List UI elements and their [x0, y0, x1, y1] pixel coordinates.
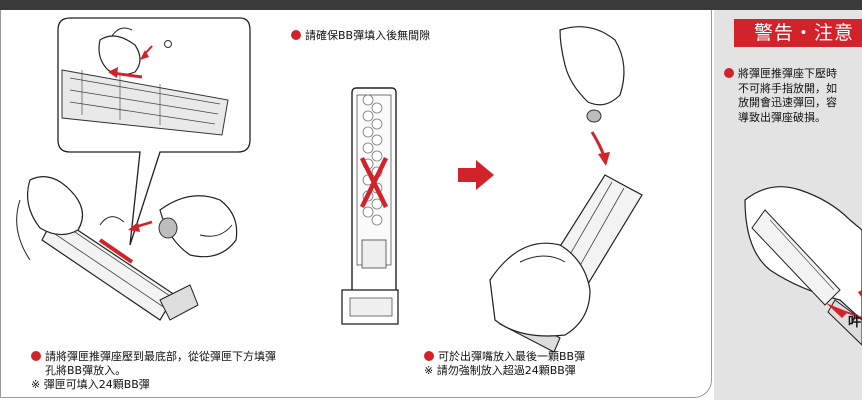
bullet-dot: [424, 351, 434, 361]
load-instruction: 請將彈匣推彈座壓到最底部，從從彈匣下方填彈 孔將BB彈放入。 ※ 彈匣可填入24…: [31, 350, 276, 392]
warning-title: 警告・注意: [734, 19, 862, 47]
warning-line-4: 導致出彈座破損。: [738, 110, 826, 124]
last-bb-instruction-text: 可於出彈嘴放入最後一顆BB彈: [438, 350, 586, 363]
top-insert-illustration: [489, 26, 643, 353]
gap-instruction: 請確保BB彈填入後無間隙: [291, 29, 430, 43]
last-bb-instruction: 可於出彈嘴放入最後一顆BB彈 ※ 請勿強制放入超過24顆BB彈: [424, 350, 585, 378]
next-step-arrow: [458, 160, 494, 190]
magazine-cutaway-illustration: [341, 87, 399, 325]
overfill-note: ※ 請勿強制放入超過24顆BB彈: [424, 364, 576, 377]
warning-line-3: 放開會迅速彈回，容: [738, 96, 837, 109]
loading-bottom-illustration: [16, 176, 238, 321]
load-instruction-text: 請將彈匣推彈座壓到最底部，從從彈匣下方填彈: [45, 350, 276, 363]
warning-callout: 吽: [848, 315, 862, 330]
gap-instruction-text: 請確保BB彈填入後無間隙: [305, 29, 431, 42]
load-instruction-cont: 孔將BB彈放入。: [45, 364, 127, 377]
zoom-detail-illustration: [57, 17, 251, 246]
warning-line-2: 不可將手指放開，如: [738, 81, 837, 95]
warning-illustration: [744, 186, 862, 346]
warning-text: 將彈匣推彈座下壓時 不可將手指放開，如 放開會迅速彈回，容 導致出彈座破損。: [724, 67, 837, 125]
bullet-dot: [724, 68, 734, 78]
top-header-bar: [0, 0, 862, 10]
bullet-dot: [31, 351, 41, 361]
capacity-note: ※ 彈匣可填入24顆BB彈: [31, 378, 150, 391]
warning-line-1: 將彈匣推彈座下壓時: [738, 67, 837, 80]
bullet-dot: [291, 30, 301, 40]
